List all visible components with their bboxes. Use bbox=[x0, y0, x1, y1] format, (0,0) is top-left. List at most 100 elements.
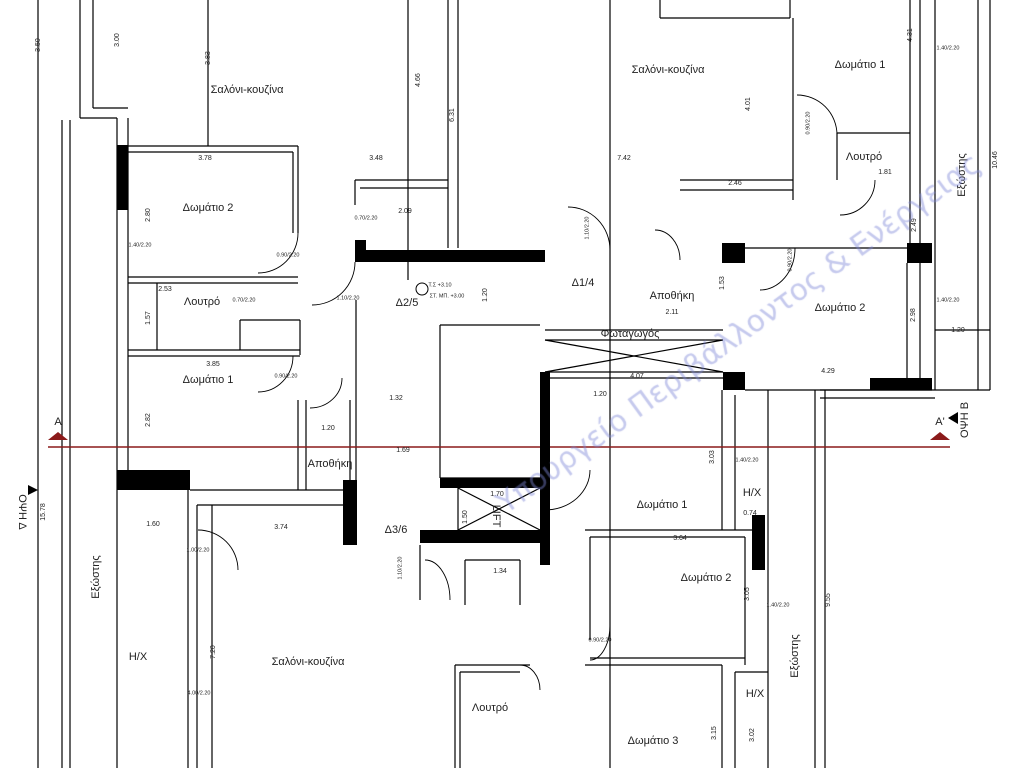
solid-wall bbox=[870, 378, 932, 390]
dimension-label: 7.42 bbox=[617, 155, 631, 162]
level-structural: ΣΤ. ΜΠ. +3.00 bbox=[430, 293, 465, 299]
wall-lines bbox=[28, 0, 991, 768]
room-label: Αποθήκη bbox=[650, 290, 695, 302]
dimension-label: 1.20 bbox=[482, 288, 489, 302]
room-label: Δ3/6 bbox=[385, 524, 408, 536]
solid-walls bbox=[117, 145, 932, 570]
room-label: Λουτρό bbox=[846, 151, 882, 163]
dimension-label: 2.49 bbox=[911, 218, 918, 232]
dimension-label: 3.50 bbox=[35, 38, 42, 52]
dimension-label: 2.98 bbox=[910, 308, 917, 322]
opening-label: 1.40/2.20 bbox=[767, 602, 790, 608]
dimension-label: 1.70 bbox=[490, 491, 504, 498]
solid-wall bbox=[117, 470, 190, 490]
solid-wall bbox=[355, 240, 366, 262]
room-label: Δωμάτιο 1 bbox=[183, 374, 234, 386]
view-arrow-east bbox=[948, 412, 958, 424]
opening-label: 1.10/2.20 bbox=[397, 557, 403, 580]
opening-label: 1.40/2.20 bbox=[937, 297, 960, 303]
dimension-label: 3.64 bbox=[673, 535, 687, 542]
dimension-label: 1.53 bbox=[719, 276, 726, 290]
balcony-label: Εξώστης bbox=[789, 634, 801, 677]
dimension-label: 1.60 bbox=[146, 521, 160, 528]
room-label: Δωμάτιο 3 bbox=[628, 735, 679, 747]
solid-wall bbox=[343, 480, 357, 545]
room-label: H/X bbox=[129, 651, 148, 663]
opening-label: 0.90/2.20 bbox=[589, 637, 612, 643]
dimension-label: 3.02 bbox=[749, 728, 756, 742]
dimension-label: 2.46 bbox=[728, 180, 742, 187]
solid-wall bbox=[440, 478, 545, 488]
room-label: H/X bbox=[743, 487, 762, 499]
door-swing bbox=[309, 377, 343, 409]
dimension-label: 3.78 bbox=[198, 155, 212, 162]
opening-label: 1.40/2.20 bbox=[736, 457, 759, 463]
room-label: Δ2/5 bbox=[396, 297, 419, 309]
opening-label: 1.40/2.20 bbox=[129, 242, 152, 248]
dimension-label: 2.11 bbox=[665, 309, 678, 316]
opening-label: 0.70/2.20 bbox=[355, 215, 378, 221]
opening-label: 1.40/2.20 bbox=[937, 45, 960, 51]
level-finished: Τ.Σ +3.10 bbox=[428, 282, 451, 288]
opening-label: 1.00/2.20 bbox=[187, 547, 210, 553]
room-label: Σαλόνι-κουζίνα bbox=[211, 84, 285, 96]
dimension-label: 1.20 bbox=[321, 425, 335, 432]
section-arrow-right bbox=[930, 432, 950, 440]
opening-label: 0.90/2.20 bbox=[787, 249, 793, 272]
dimension-label: 6.31 bbox=[449, 108, 456, 122]
dimension-label: 4.31 bbox=[907, 28, 914, 42]
dimension-label: 3.15 bbox=[711, 726, 718, 740]
dimension-label: 1.57 bbox=[145, 311, 152, 325]
room-label: Σαλόνι-κουζίνα bbox=[632, 64, 706, 76]
level-marker-icon bbox=[415, 282, 429, 296]
room-label: Δωμάτιο 2 bbox=[183, 202, 234, 214]
dimension-label: 3.00 bbox=[114, 33, 121, 47]
opening-label: 4.00/2.20 bbox=[188, 690, 211, 696]
section-mark-left: A bbox=[54, 416, 62, 428]
dimension-label: 3.83 bbox=[205, 51, 212, 65]
dimension-label: 2.82 bbox=[145, 413, 152, 427]
dimension-label: 0.74 bbox=[743, 510, 757, 517]
dimension-label: 3.85 bbox=[206, 361, 220, 368]
room-label: Δωμάτιο 1 bbox=[835, 59, 886, 71]
room-label: Λουτρό bbox=[184, 296, 220, 308]
dimension-label: 2.80 bbox=[145, 208, 152, 222]
dimension-label: 1.32 bbox=[389, 395, 403, 402]
room-label: Λουτρό bbox=[472, 702, 508, 714]
dimension-label: 3.05 bbox=[744, 587, 751, 601]
room-label: Δ1/4 bbox=[572, 277, 595, 289]
door-swing bbox=[839, 179, 876, 216]
view-label-west: ΟΨΗ Δ bbox=[16, 494, 28, 530]
dimension-label: 2.53 bbox=[158, 286, 172, 293]
room-label: Αποθήκη bbox=[308, 458, 353, 470]
dimension-label: 1.20 bbox=[951, 327, 965, 334]
room-label: Δωμάτιο 2 bbox=[681, 572, 732, 584]
opening-label: 1.10/2.20 bbox=[584, 217, 590, 240]
dimension-label: 1.50 bbox=[462, 510, 469, 524]
balcony-label: Εξώστης bbox=[90, 555, 102, 598]
solid-wall bbox=[355, 250, 545, 262]
dimension-label: 4.01 bbox=[745, 97, 752, 111]
door-swing bbox=[519, 664, 541, 691]
opening-label: 0.70/2.20 bbox=[233, 297, 256, 303]
room-label: Δωμάτιο 2 bbox=[815, 302, 866, 314]
door-swings bbox=[197, 94, 876, 691]
dimension-label: 10.46 bbox=[992, 151, 999, 169]
dimension-label: 7.20 bbox=[210, 645, 217, 659]
solid-wall bbox=[723, 372, 745, 390]
room-label: H/X bbox=[746, 688, 765, 700]
solid-wall bbox=[722, 243, 745, 263]
door-swing bbox=[544, 469, 591, 511]
opening-label: 0.90/2.20 bbox=[277, 252, 300, 258]
solid-wall bbox=[752, 515, 765, 570]
opening-label: 1.10/2.20 bbox=[337, 295, 360, 301]
dimension-label: 1.34 bbox=[493, 568, 507, 575]
dimension-label: 1.20 bbox=[593, 391, 607, 398]
door-swing bbox=[654, 229, 681, 261]
plan-labels: Σαλόνι-κουζίναΣαλόνι-κουζίναΣαλόνι-κουζί… bbox=[16, 28, 999, 747]
view-arrow-west bbox=[28, 485, 38, 495]
dimension-label: 15.78 bbox=[40, 503, 47, 521]
dimension-label: 1.81 bbox=[878, 169, 892, 176]
view-label-east: ΟΨΗ Β bbox=[959, 402, 971, 438]
door-swing bbox=[796, 94, 838, 136]
